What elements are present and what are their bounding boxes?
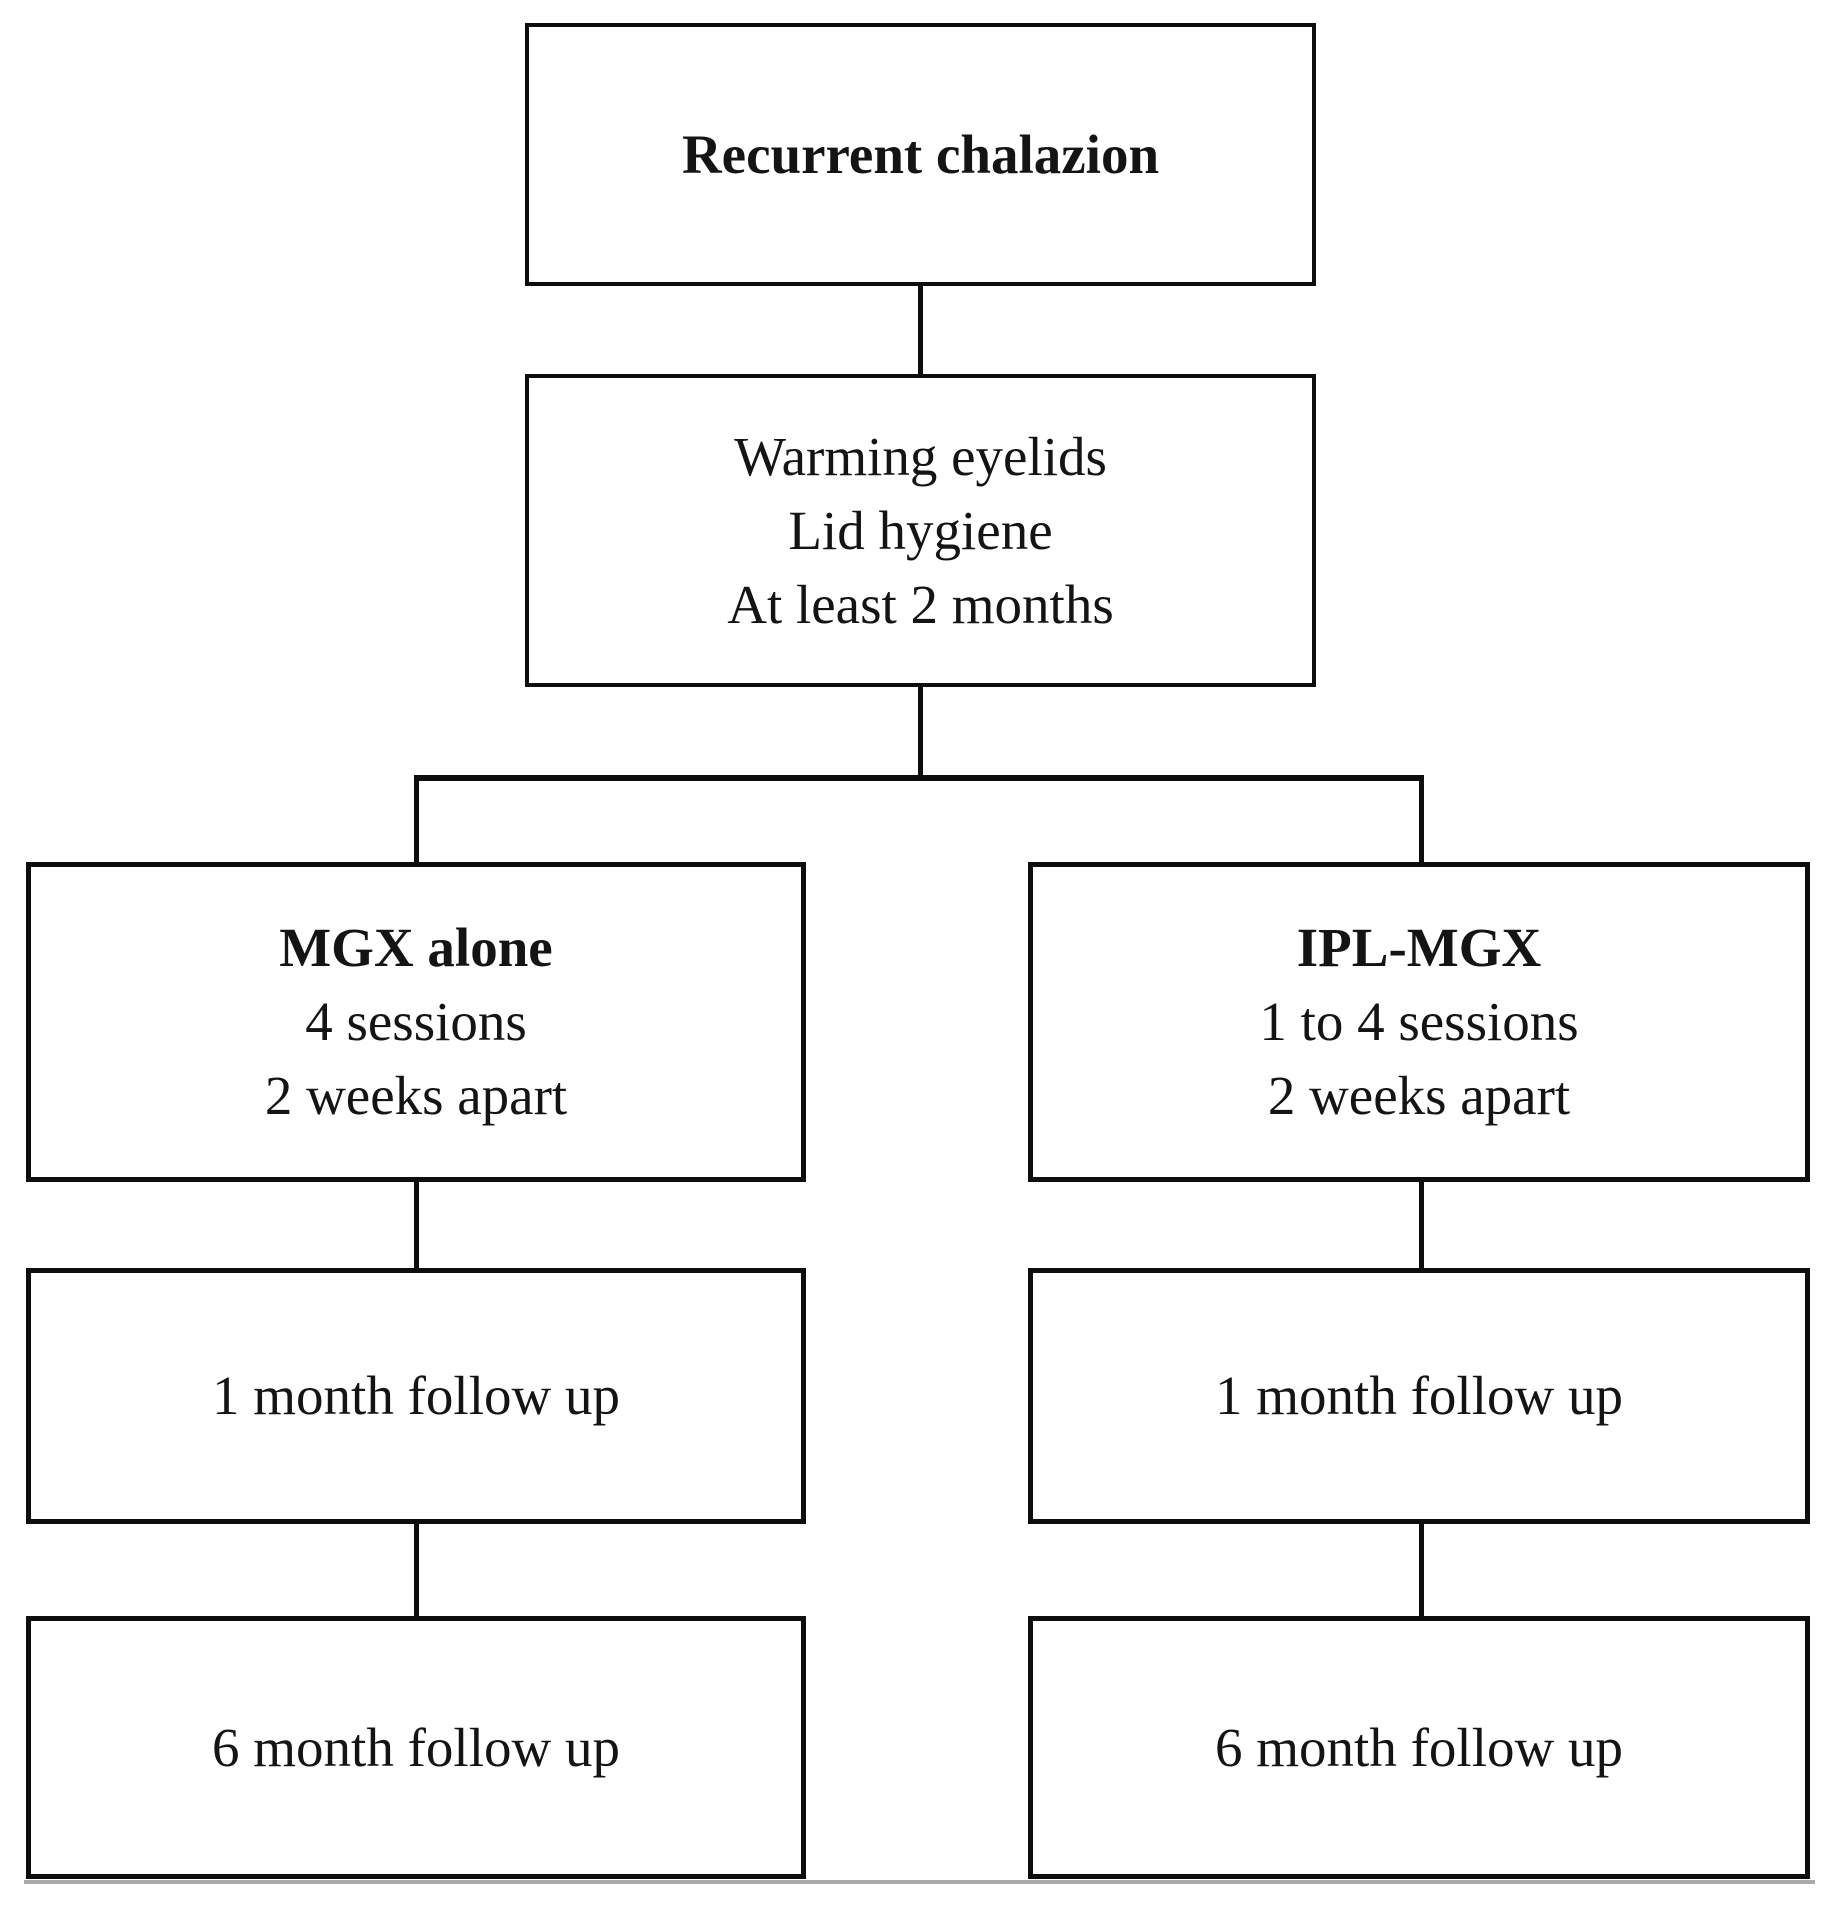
connector-conservative-stem [918,687,923,777]
node-mgx-alone: MGX alone 4 sessions 2 weeks apart [26,862,806,1182]
ipl-1-month-follow-up-label: 1 month follow up [1215,1365,1623,1426]
mgx-alone-interval: 2 weeks apart [264,1065,568,1126]
node-mgx-1-month-follow-up: 1 month follow up [26,1268,806,1524]
ipl-mgx-title: IPL-MGX [1296,917,1542,978]
connector-ipl-to-6-month [1419,1524,1424,1618]
connector-branch-horizontal [414,775,1424,781]
node-recurrent-chalazion: Recurrent chalazion [525,23,1316,286]
conservative-line-duration: At least 2 months [727,573,1114,635]
connector-branch-right-drop [1419,775,1424,864]
connector-branch-left-drop [414,775,419,864]
mgx-alone-title: MGX alone [279,917,553,978]
ipl-mgx-interval: 2 weeks apart [1267,1065,1571,1126]
node-mgx-6-month-follow-up: 6 month follow up [26,1616,806,1879]
node-ipl-1-month-follow-up: 1 month follow up [1028,1268,1810,1524]
node-conservative-treatment: Warming eyelids Lid hygiene At least 2 m… [525,374,1316,687]
node-ipl-mgx: IPL-MGX 1 to 4 sessions 2 weeks apart [1028,862,1810,1182]
connector-ipl-to-1-month [1419,1182,1424,1270]
connector-mgx-to-6-month [414,1524,419,1618]
mgx-alone-sessions: 4 sessions [305,991,527,1052]
conservative-line-warming: Warming eyelids [734,425,1107,487]
node-ipl-6-month-follow-up: 6 month follow up [1028,1616,1810,1879]
connector-root-to-conservative [918,286,923,376]
mgx-1-month-follow-up-label: 1 month follow up [212,1365,620,1426]
mgx-6-month-follow-up-label: 6 month follow up [212,1716,620,1778]
figure-bottom-rule [24,1880,1815,1884]
ipl-6-month-follow-up-label: 6 month follow up [1215,1716,1623,1778]
conservative-line-hygiene: Lid hygiene [788,499,1053,561]
connector-mgx-to-1-month [414,1182,419,1270]
recurrent-chalazion-title: Recurrent chalazion [681,123,1160,185]
ipl-mgx-sessions: 1 to 4 sessions [1259,991,1579,1052]
